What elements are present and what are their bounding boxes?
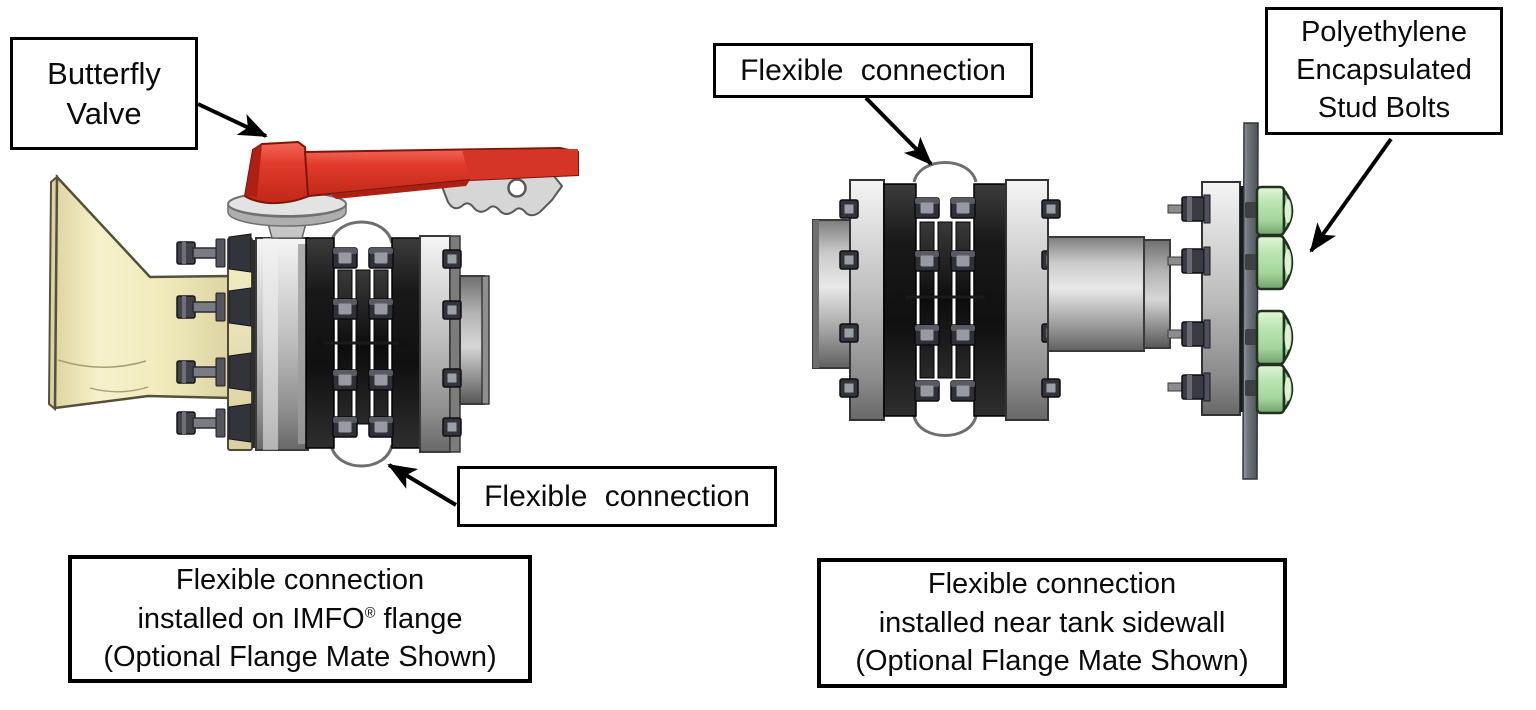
caption-line: (Optional Flange Mate Shown): [103, 641, 497, 674]
butterfly-valve-callout: Butterfly Valve: [10, 37, 198, 150]
left-assembly-illustration: [47, 140, 579, 468]
flexible-connection-bellows-right: [883, 161, 1007, 437]
arrow-polyethylene-studs: [1309, 137, 1393, 253]
callout-text: Butterfly: [47, 55, 161, 91]
right-assembly-illustration: [812, 122, 1294, 480]
caption-line: installed near tank sidewall: [878, 606, 1226, 639]
pipe-stub-left: [812, 219, 852, 369]
mate-flange-left-assembly: [419, 235, 490, 453]
arrow-butterfly-valve: [197, 102, 268, 138]
caption-line: Flexible connection: [927, 568, 1177, 601]
flexible-connection-bellows-left: [305, 220, 421, 468]
callout-text: Encapsulated: [1296, 54, 1472, 87]
polyethylene-stud-bolts-callout: Polyethylene Encapsulated Stud Bolts: [1265, 7, 1503, 135]
pipe-spool: [1047, 236, 1171, 352]
arrow-flexible-connection-left: [387, 463, 458, 507]
callout-text: Polyethylene: [1300, 16, 1468, 49]
registered-trademark-symbol: ®: [364, 605, 376, 622]
imfo-flange-plate: [176, 233, 256, 451]
arrow-flexible-connection-right: [864, 96, 933, 166]
flexible-connection-callout-right: Flexible connection: [713, 43, 1033, 98]
caption-line: Flexible connection: [175, 564, 425, 597]
polyethylene-stud-caps: [1255, 185, 1294, 415]
tank-sidewall-plate: [1242, 122, 1259, 480]
left-figure-caption: Flexible connection installed on IMFO® f…: [68, 555, 532, 683]
callout-text: Valve: [66, 95, 142, 131]
ratchet-lock-plate: [436, 175, 564, 217]
caption-line: installed on IMFO® flange: [137, 602, 463, 635]
flexible-connection-callout-left: Flexible connection: [457, 466, 777, 527]
right-figure-caption: Flexible connection installed near tank …: [817, 558, 1287, 688]
wall-mount-flange: [1167, 181, 1244, 416]
butterfly-valve-body: [255, 237, 309, 451]
flange-left-right-assembly: [839, 179, 885, 421]
callout-text: Flexible connection: [740, 53, 1006, 87]
caption-line: (Optional Flange Mate Shown): [855, 645, 1249, 678]
callout-text: Flexible connection: [484, 479, 750, 513]
butterfly-valve-handle: [227, 140, 579, 239]
callout-arrows: [197, 96, 1393, 507]
callout-text: Stud Bolts: [1317, 91, 1451, 124]
